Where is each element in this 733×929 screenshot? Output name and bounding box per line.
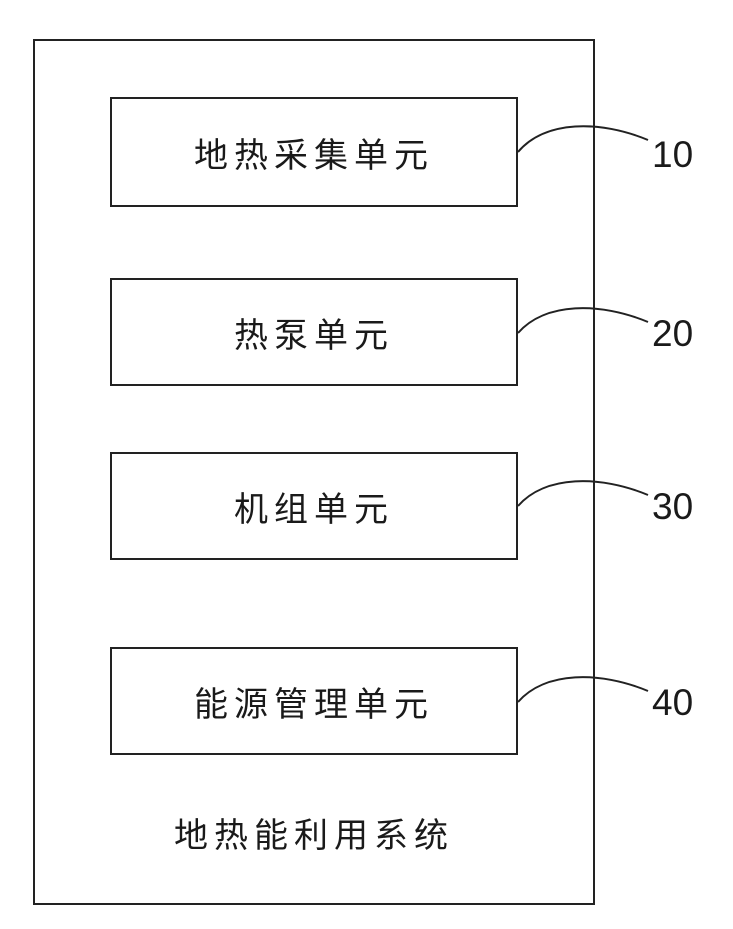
unit-box-energy-management: 能源管理单元 (110, 647, 518, 755)
unit-box-heat-pump: 热泵单元 (110, 278, 518, 386)
unit-label-heat-pump: 热泵单元 (234, 308, 394, 357)
unit-label-energy-management: 能源管理单元 (194, 677, 434, 726)
ref-number-40: 40 (652, 684, 693, 721)
ref-number-10: 10 (652, 136, 693, 173)
unit-label-machine-set: 机组单元 (234, 482, 394, 531)
unit-box-machine-set: 机组单元 (110, 452, 518, 560)
ref-number-20: 20 (652, 315, 693, 352)
ref-number-30: 30 (652, 488, 693, 525)
unit-label-geothermal-collection: 地热采集单元 (194, 128, 434, 177)
system-label: 地热能利用系统 (33, 808, 595, 857)
unit-box-geothermal-collection: 地热采集单元 (110, 97, 518, 207)
